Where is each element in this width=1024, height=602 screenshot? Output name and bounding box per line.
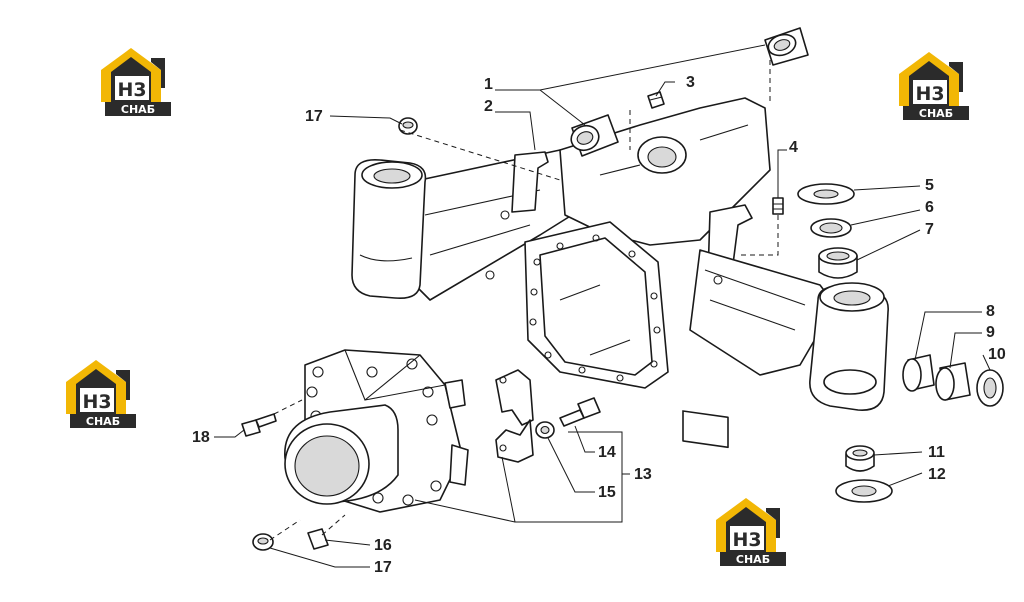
callout-13: 13 <box>634 466 652 483</box>
logo-mark: H3 <box>732 529 761 551</box>
callout-1: 1 <box>484 76 493 93</box>
axle-housing <box>351 97 889 449</box>
callout-15: 15 <box>598 484 616 501</box>
assembly-lines <box>269 60 779 541</box>
part-6-ring <box>810 218 852 238</box>
logo-caption: СНАБ <box>86 415 120 428</box>
part-18-bolt <box>241 413 277 437</box>
logo-top-left: H3 СНАБ <box>101 48 171 116</box>
logo-top-right: H3 СНАБ <box>899 52 969 120</box>
logo-caption: СНАБ <box>736 553 770 566</box>
callout-6: 6 <box>925 199 934 216</box>
part-5-washer <box>797 183 855 205</box>
part-4-grease-fitting <box>772 197 784 215</box>
part-12-washer <box>835 479 893 503</box>
callout-labels: 1 2 3 4 5 6 7 8 9 10 11 12 13 14 15 16 1… <box>192 74 1006 576</box>
callout-2: 2 <box>484 98 493 115</box>
logo-mark: H3 <box>82 391 111 413</box>
logo-caption: СНАБ <box>919 107 953 120</box>
callout-8: 8 <box>986 303 995 320</box>
callout-3: 3 <box>686 74 695 91</box>
leader-lines <box>214 44 991 568</box>
part-13-bearing-caps <box>495 369 534 463</box>
callout-18: 18 <box>192 429 210 446</box>
part-8-sleeve <box>902 354 935 392</box>
differential-carrier <box>284 349 469 513</box>
callout-17-bottom: 17 <box>374 559 392 576</box>
logo-mark: H3 <box>915 83 944 105</box>
callout-11: 11 <box>928 444 945 461</box>
callout-17-top: 17 <box>305 108 323 125</box>
part-3-grease-fitting <box>647 91 665 109</box>
part-11-bush <box>845 445 875 472</box>
logo-mid-left: H3 СНАБ <box>66 360 136 428</box>
part-17-plug-bottom <box>252 533 274 551</box>
logo-bottom-center: H3 СНАБ <box>716 498 786 566</box>
callout-9: 9 <box>986 324 995 341</box>
part-7-bush <box>818 247 858 279</box>
callout-7: 7 <box>925 221 934 238</box>
callout-16: 16 <box>374 537 392 554</box>
part-9-sleeve <box>935 362 971 401</box>
part-1-bushing-lower <box>570 114 619 157</box>
part-14-bolt <box>559 397 601 427</box>
callout-10: 10 <box>988 346 1006 363</box>
logo-mark: H3 <box>117 79 146 101</box>
part-1-bushing-upper <box>764 27 809 66</box>
part-17-plug-top <box>398 117 418 135</box>
callout-4: 4 <box>789 139 798 156</box>
callout-5: 5 <box>925 177 934 194</box>
callout-14: 14 <box>598 444 616 461</box>
callout-12: 12 <box>928 466 946 483</box>
part-15-nut <box>535 421 555 439</box>
logo-caption: СНАБ <box>121 103 155 116</box>
part-10-seal <box>976 369 1004 407</box>
